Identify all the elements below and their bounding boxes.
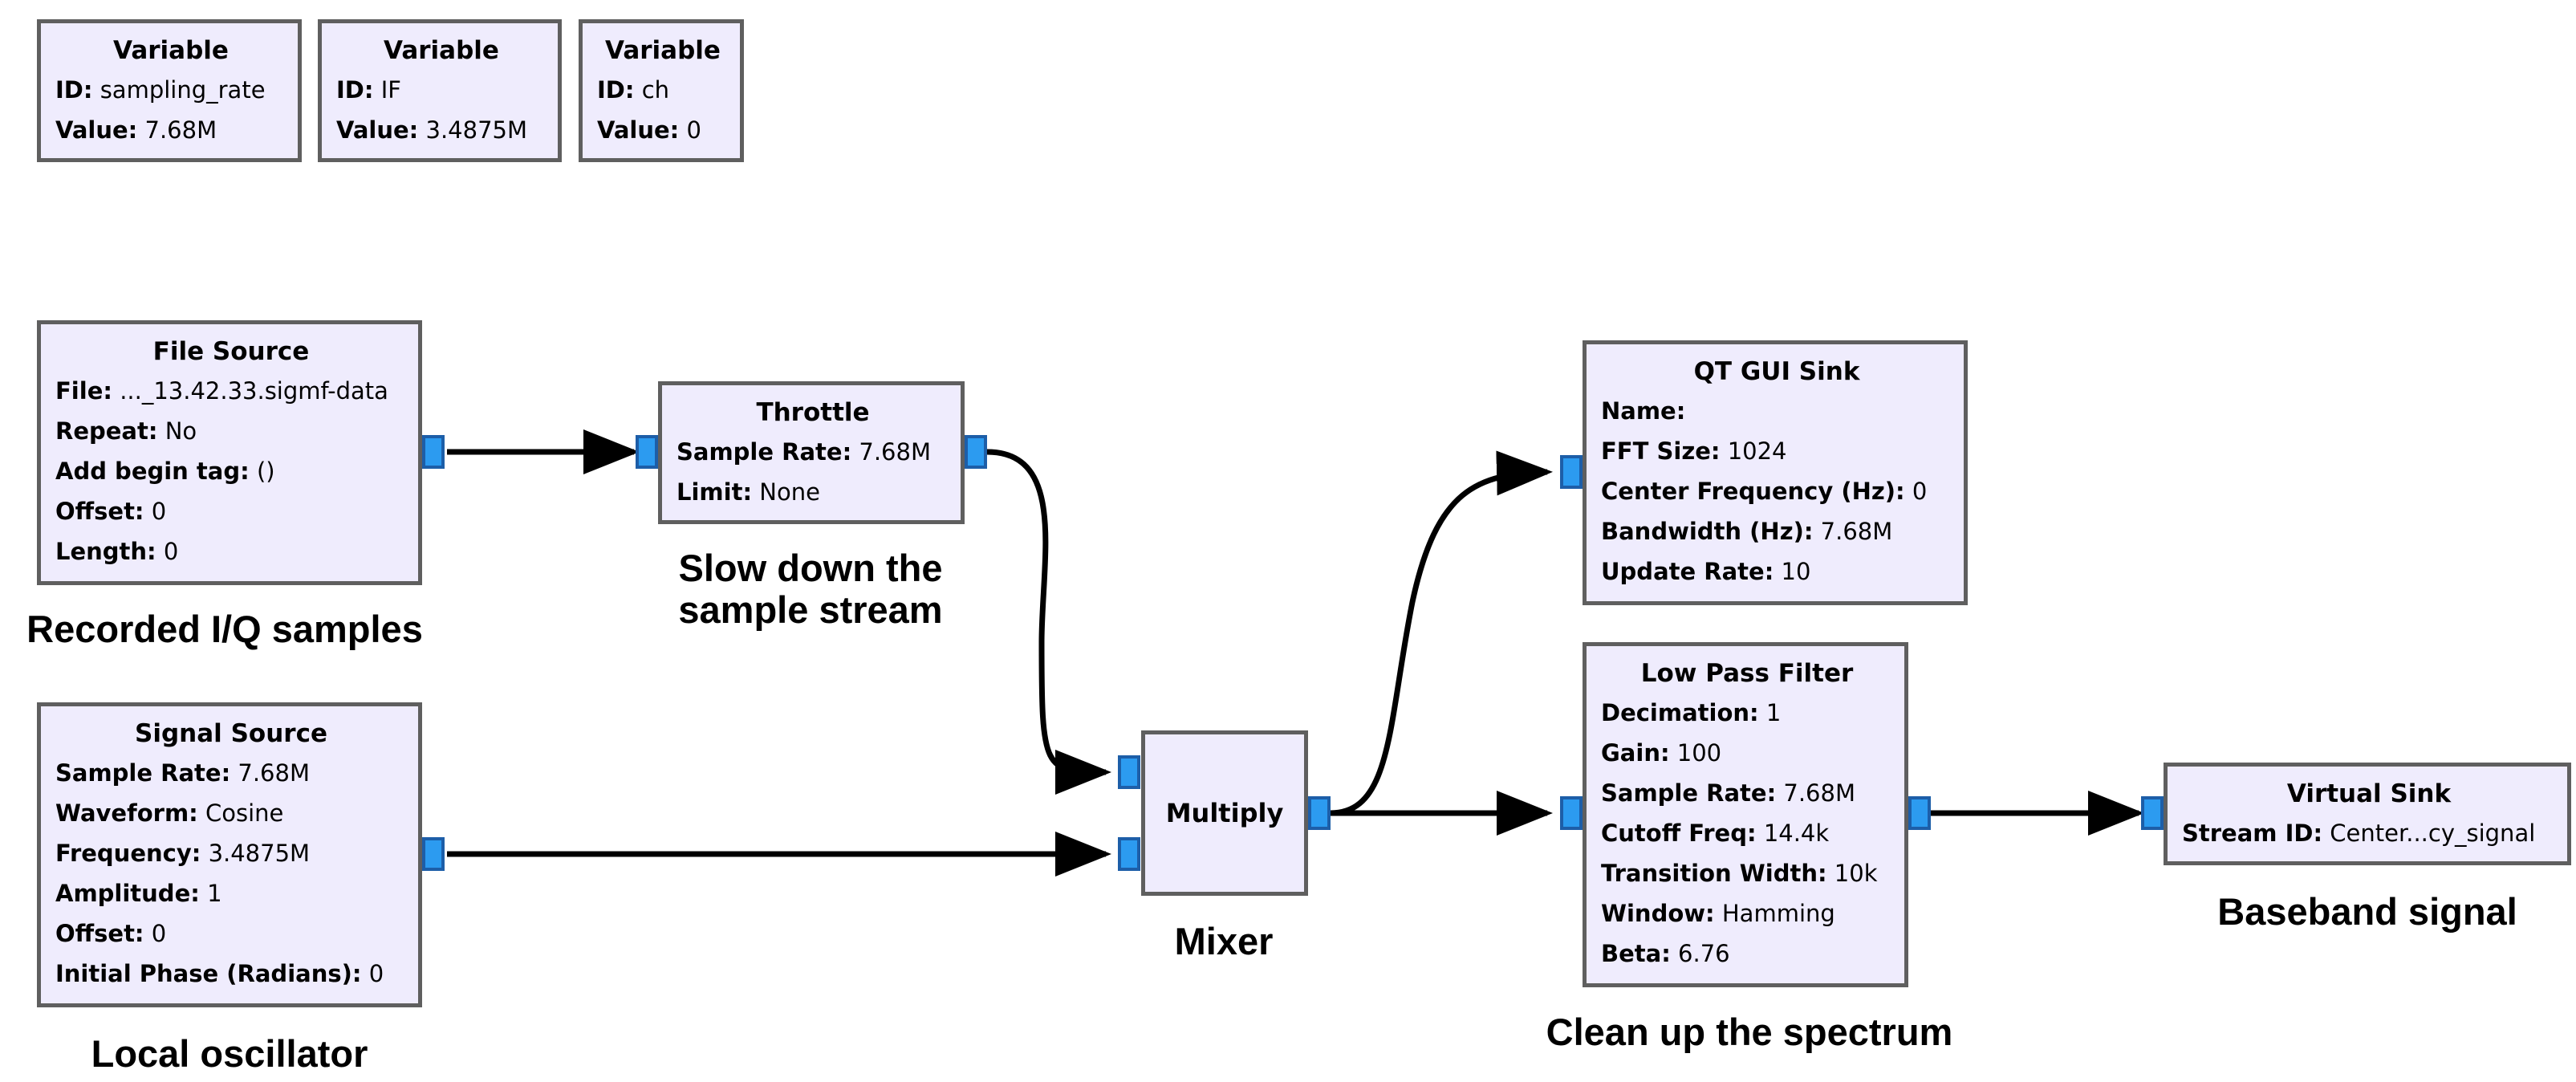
qt-gui-sink-block[interactable]: QT GUI Sink Name: FFT Size: 1024 Center … — [1583, 340, 1968, 605]
multiply-input-port-0[interactable] — [1118, 755, 1140, 789]
block-param: Amplitude: 1 — [55, 880, 222, 907]
low-pass-filter-output-port[interactable] — [1908, 796, 1931, 830]
block-param: Limit: None — [677, 478, 820, 506]
file-source-caption: Recorded I/Q samples — [26, 608, 423, 650]
block-title: Throttle — [756, 398, 870, 427]
block-param: Add begin tag: () — [55, 458, 275, 485]
block-title: Variable — [384, 36, 499, 65]
multiply-output-port[interactable] — [1308, 796, 1331, 830]
throttle-block[interactable]: Throttle Sample Rate: 7.68M Limit: None — [658, 381, 965, 524]
block-title: Variable — [113, 36, 229, 65]
signal-source-block[interactable]: Signal Source Sample Rate: 7.68M Wavefor… — [37, 702, 422, 1007]
wire-throttle-to-multiply — [986, 449, 1111, 795]
multiply-input-port-1[interactable] — [1118, 837, 1140, 871]
block-title: Virtual Sink — [2286, 779, 2452, 808]
block-param: Beta: 6.76 — [1601, 940, 1730, 967]
throttle-input-port[interactable] — [636, 435, 658, 469]
block-param: Bandwidth (Hz): 7.68M — [1601, 518, 1893, 545]
block-param: Length: 0 — [55, 538, 179, 565]
virtual-sink-caption: Baseband signal — [2217, 890, 2517, 933]
block-param: Value: 0 — [597, 116, 701, 144]
variable-block-if[interactable]: Variable ID: IF Value: 3.4875M — [318, 19, 562, 162]
qt-gui-sink-input-port[interactable] — [1560, 455, 1583, 489]
block-param: Sample Rate: 7.68M — [55, 759, 310, 787]
block-param: ID: sampling_rate — [55, 76, 266, 104]
block-param: Frequency: 3.4875M — [55, 840, 311, 867]
low-pass-filter-input-port[interactable] — [1560, 796, 1583, 830]
block-param: FFT Size: 1024 — [1601, 437, 1787, 465]
wire-multiply-to-qt-gui-sink — [1330, 450, 1553, 816]
block-param: Window: Hamming — [1601, 900, 1835, 927]
file-source-block[interactable]: File Source File: ..._13.42.33.sigmf-dat… — [37, 320, 422, 585]
block-param: Gain: 100 — [1601, 739, 1722, 767]
throttle-caption-line-1: Slow down the — [678, 547, 943, 589]
block-param: Value: 7.68M — [55, 116, 217, 144]
virtual-sink-block[interactable]: Virtual Sink Stream ID: Center...cy_sign… — [2164, 763, 2571, 865]
block-param: Waveform: Cosine — [55, 799, 284, 827]
file-source-output-port[interactable] — [422, 435, 445, 469]
variable-block-ch[interactable]: Variable ID: ch Value: 0 — [579, 19, 744, 162]
signal-source-caption: Local oscillator — [91, 1032, 368, 1075]
throttle-caption: Slow down the sample stream — [610, 547, 1011, 631]
block-title: Low Pass Filter — [1640, 659, 1854, 688]
low-pass-filter-block[interactable]: Low Pass Filter Decimation: 1 Gain: 100 … — [1583, 642, 1908, 987]
block-param: Update Rate: 10 — [1601, 558, 1811, 585]
block-param: Stream ID: Center...cy_signal — [2182, 820, 2536, 847]
block-title: Signal Source — [135, 719, 327, 748]
block-param: Sample Rate: 7.68M — [677, 438, 931, 466]
block-title: QT GUI Sink — [1693, 357, 1860, 386]
multiply-caption: Mixer — [1174, 920, 1274, 962]
block-param: ID: IF — [336, 76, 401, 104]
block-title: Multiply — [1165, 798, 1284, 828]
block-param: Transition Width: 10k — [1601, 860, 1878, 887]
block-param: Offset: 0 — [55, 920, 167, 947]
virtual-sink-input-port[interactable] — [2141, 796, 2164, 830]
multiply-block[interactable]: Multiply — [1141, 730, 1308, 896]
block-param: Center Frequency (Hz): 0 — [1601, 478, 1928, 505]
throttle-output-port[interactable] — [965, 435, 987, 469]
block-param: File: ..._13.42.33.sigmf-data — [55, 377, 388, 405]
signal-source-output-port[interactable] — [422, 837, 445, 871]
block-title: Variable — [605, 36, 721, 65]
block-param: ID: ch — [597, 76, 670, 104]
block-param: Cutoff Freq: 14.4k — [1601, 820, 1830, 847]
block-param: Value: 3.4875M — [336, 116, 527, 144]
throttle-caption-line-2: sample stream — [678, 588, 943, 631]
block-param: Initial Phase (Radians): 0 — [55, 960, 384, 987]
low-pass-filter-caption: Clean up the spectrum — [1546, 1011, 1953, 1053]
block-param: Offset: 0 — [55, 498, 167, 525]
block-param: Decimation: 1 — [1601, 699, 1782, 726]
variable-block-sampling-rate[interactable]: Variable ID: sampling_rate Value: 7.68M — [37, 19, 302, 162]
block-param: Name: — [1601, 397, 1686, 425]
block-title: File Source — [152, 337, 310, 366]
block-param: Sample Rate: 7.68M — [1601, 779, 1855, 807]
block-param: Repeat: No — [55, 417, 197, 445]
